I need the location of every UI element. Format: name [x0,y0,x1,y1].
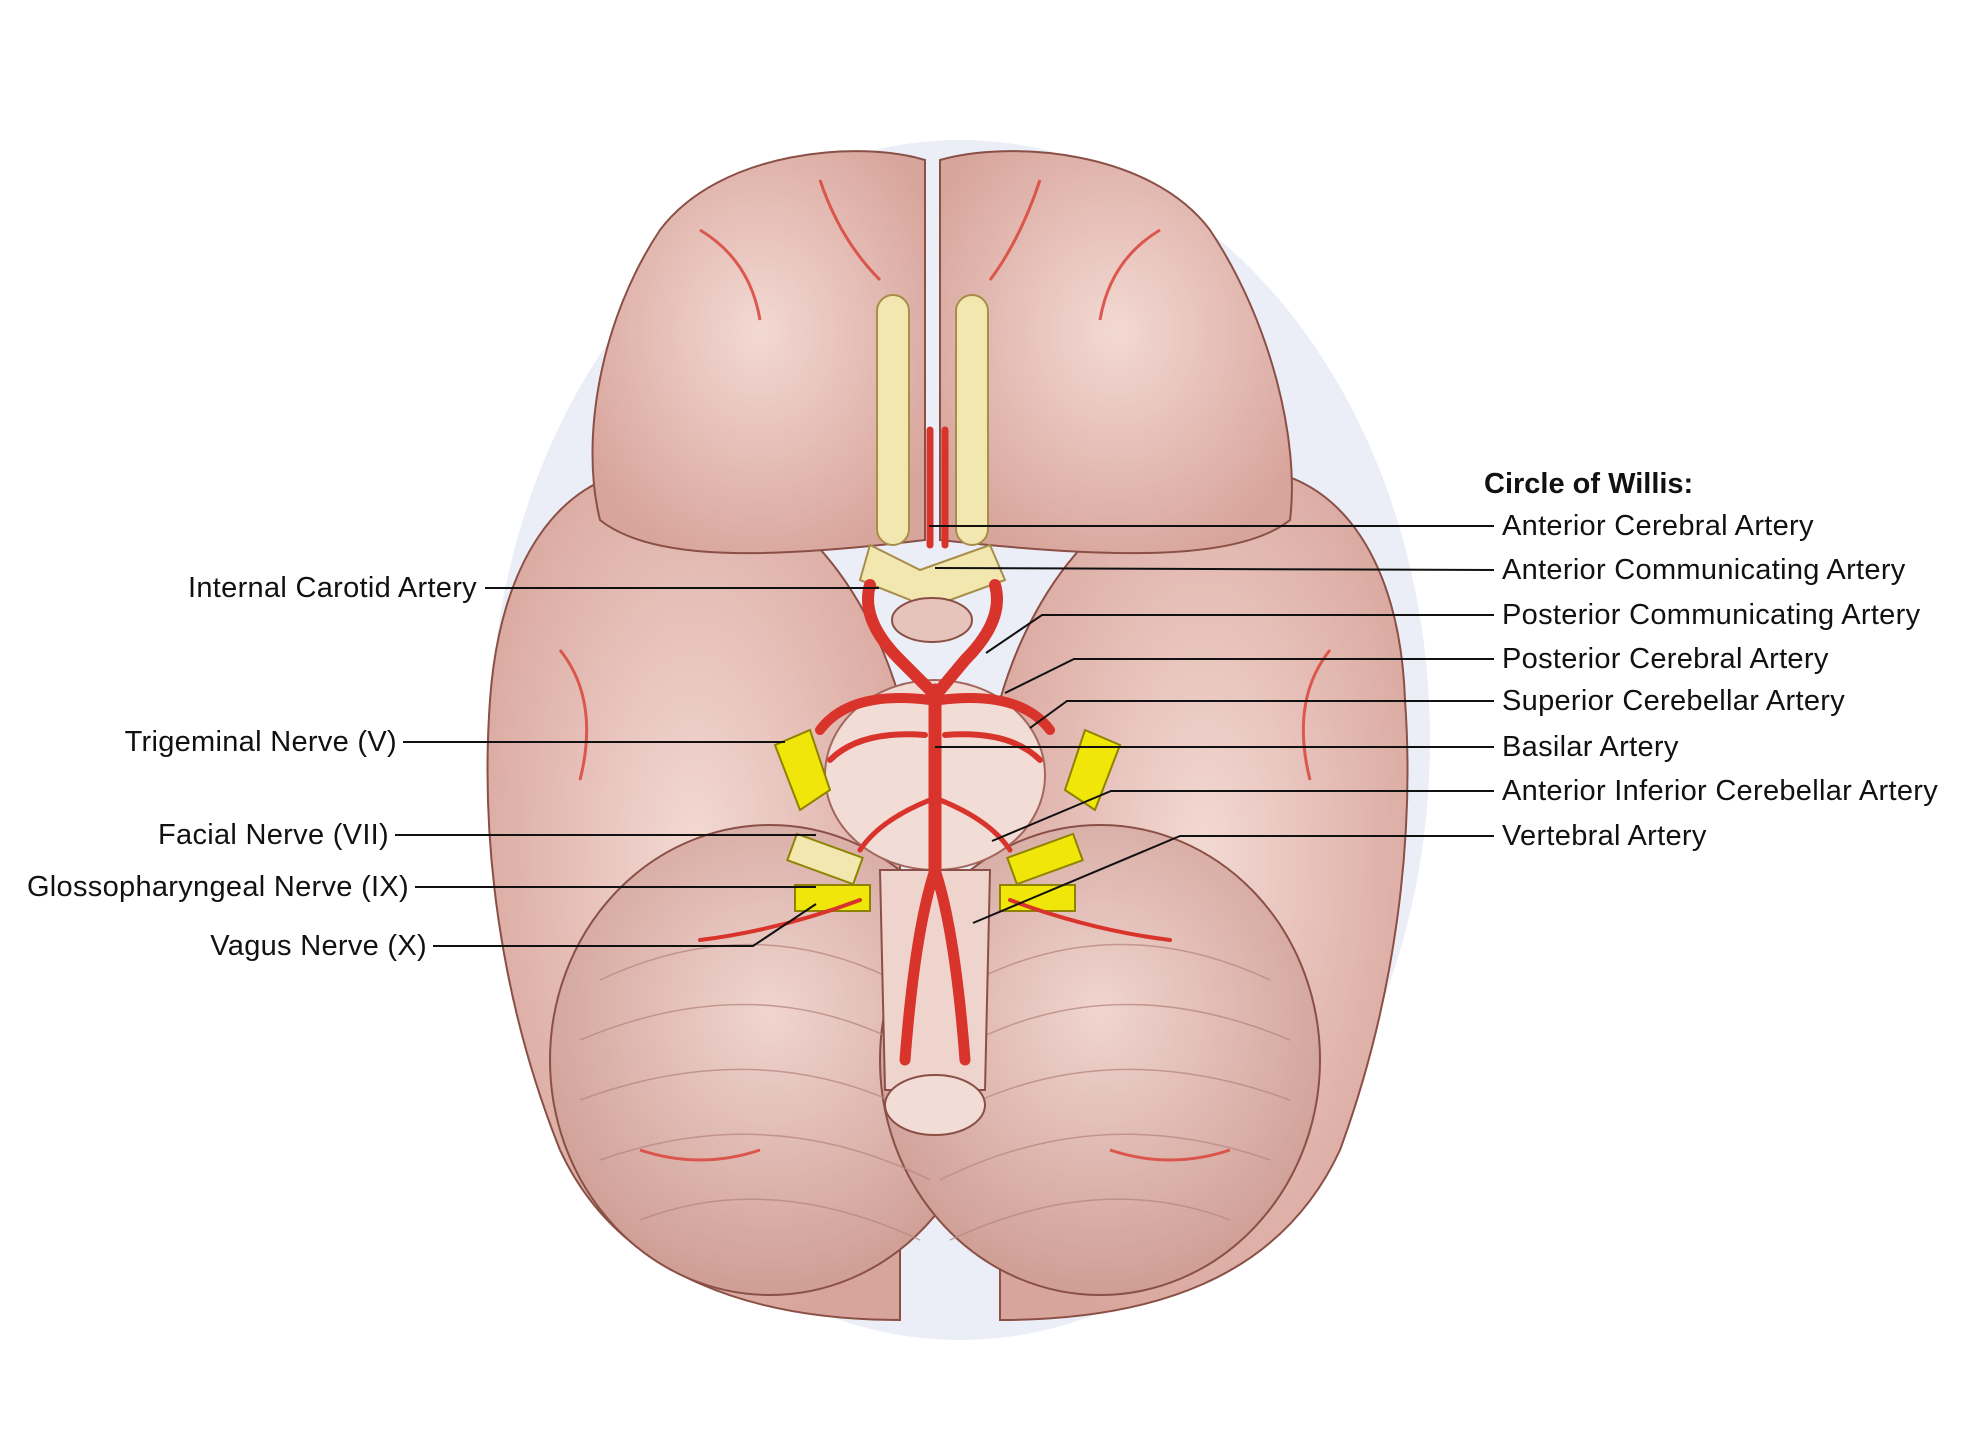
left-frontal-lobe [591,150,926,555]
circle-of-willis-title: Circle of Willis: [1484,468,1694,500]
label-facial-nerve: Facial Nerve (VII) [158,819,389,851]
spinal-cord-section [884,1074,986,1136]
label-internal-carotid-artery: Internal Carotid Artery [188,572,477,604]
left-glossopharyngeal-nerve [794,884,871,912]
label-posterior-cerebral-artery: Posterior Cerebral Artery [1502,643,1829,675]
label-posterior-communicating-artery: Posterior Communicating Artery [1502,599,1921,631]
left-trigeminal-nerve [773,728,832,812]
label-trigeminal-nerve: Trigeminal Nerve (V) [124,726,397,758]
pituitary-stalk [891,597,973,643]
label-glossopharyngeal-nerve: Glossopharyngeal Nerve (IX) [26,871,409,903]
left-facial-nerve [786,832,864,886]
right-olfactory-tract [955,294,989,546]
medulla [878,869,992,1091]
label-superior-cerebellar-artery: Superior Cerebellar Artery [1502,685,1846,717]
label-vertebral-artery: Vertebral Artery [1502,820,1707,852]
arteries [698,426,1172,1066]
label-anterior-inferior-cerebellar-artery: Anterior Inferior Cerebellar Artery [1502,775,1938,807]
label-anterior-communicating-artery: Anterior Communicating Artery [1502,554,1906,586]
right-facial-nerve [1006,832,1084,886]
label-basilar-artery: Basilar Artery [1502,731,1679,763]
right-cerebellum [879,824,1321,1296]
left-olfactory-tract [876,294,910,546]
right-frontal-lobe [939,150,1293,555]
right-trigeminal-nerve [1063,728,1122,812]
label-anterior-cerebral-artery: Anterior Cerebral Artery [1502,510,1814,542]
label-vagus-nerve: Vagus Nerve (X) [210,930,427,962]
leader-lines [395,525,1495,947]
